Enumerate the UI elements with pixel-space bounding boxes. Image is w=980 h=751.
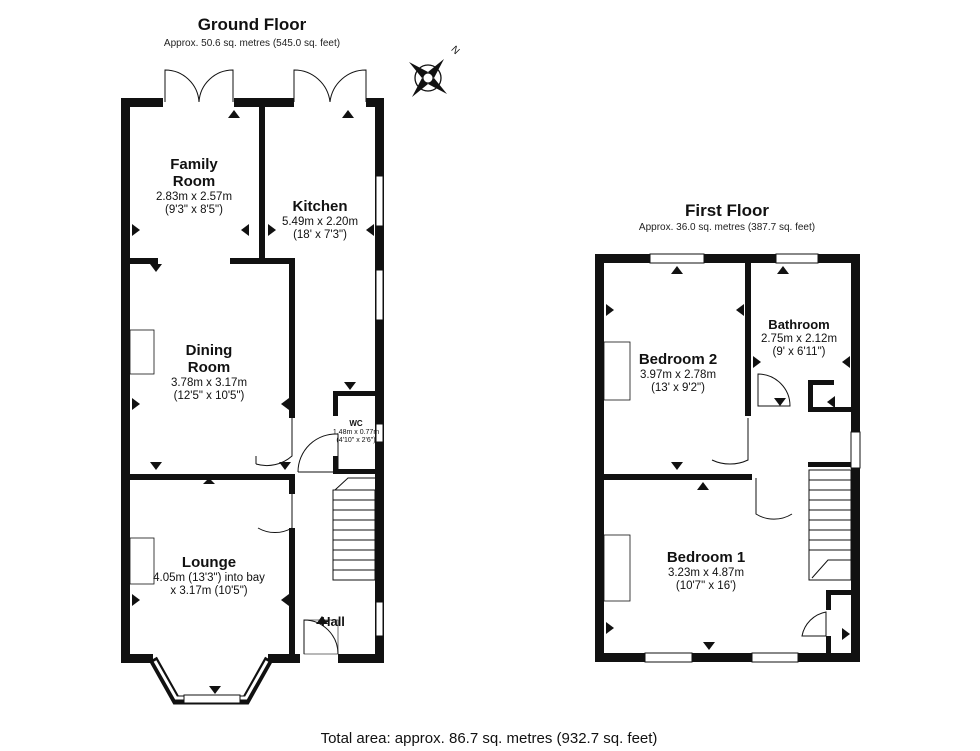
ground-stairs [332, 477, 376, 581]
total-area: Total area: approx. 86.7 sq. metres (932… [320, 730, 658, 747]
kitchen-name: Kitchen [292, 198, 348, 215]
ground-floor-plan [121, 69, 384, 705]
bedroom1-name: Bedroom 1 [666, 549, 746, 566]
family-room-dims-imperial: (9'3" x 8'5") [165, 204, 223, 216]
bathroom-name: Bathroom [768, 317, 830, 332]
lounge-dims-2: x 3.17m (10'5") [170, 585, 248, 597]
french-doors [164, 69, 367, 103]
bathroom-dims-imperial: (9' x 6'11") [772, 346, 826, 358]
bedroom1-dims-metric: 3.23m x 4.87m [667, 567, 745, 579]
first-stairs [808, 469, 852, 581]
bedroom2-dims-imperial: (13' x 9'2") [651, 382, 705, 394]
bathroom-dims-metric: 2.75m x 2.12m [760, 333, 838, 345]
kitchen-dims-metric: 5.49m x 2.20m [281, 216, 359, 228]
dining-room-name-1: Dining [185, 342, 233, 359]
hall-label: Hall [321, 614, 345, 629]
dining-room-dims-imperial: (12'5" x 10'5") [173, 390, 245, 402]
wc-name: WC [349, 419, 363, 428]
ground-fireplaces [129, 329, 155, 585]
door-swings [255, 418, 339, 655]
lounge-dims-1: 4.05m (13'3") into bay [153, 572, 265, 584]
first-floor-walls [595, 254, 860, 662]
ground-floor-markers [132, 110, 374, 694]
ground-floor-area: Approx. 50.6 sq. metres (545.0 sq. feet) [163, 38, 341, 49]
bedroom2-dims-metric: 3.97m x 2.78m [639, 369, 717, 381]
wc-dims-imperial: (4'10" x 2'6") [336, 437, 376, 444]
family-room-name-2: Room [172, 173, 216, 190]
bedroom2-name: Bedroom 2 [638, 351, 718, 368]
dining-room-dims-metric: 3.78m x 3.17m [170, 377, 248, 389]
family-room-dims-metric: 2.83m x 2.57m [155, 191, 233, 203]
lounge-name: Lounge [181, 554, 237, 571]
first-floor-markers [606, 266, 850, 650]
ground-floor-walls [121, 98, 384, 663]
first-fireplaces [603, 341, 631, 602]
compass-icon [409, 59, 447, 97]
dining-room-name-2: Room [187, 359, 231, 376]
first-floor-door-swings [711, 373, 827, 637]
first-floor-plan [595, 253, 861, 663]
ground-floor-windows [183, 175, 384, 704]
kitchen-dims-imperial: (18' x 7'3") [293, 229, 347, 241]
bay-window [149, 656, 273, 705]
family-room-name-1: Family [170, 156, 218, 173]
first-floor-windows [644, 253, 861, 663]
first-floor-area: Approx. 36.0 sq. metres (387.7 sq. feet) [638, 222, 816, 233]
wc-dims-metric: 1.48m x 0.77m [332, 429, 380, 436]
first-floor-title: First Floor [684, 201, 770, 220]
ground-floor-title: Ground Floor [197, 15, 307, 34]
bedroom1-dims-imperial: (10'7" x 16') [675, 580, 737, 592]
